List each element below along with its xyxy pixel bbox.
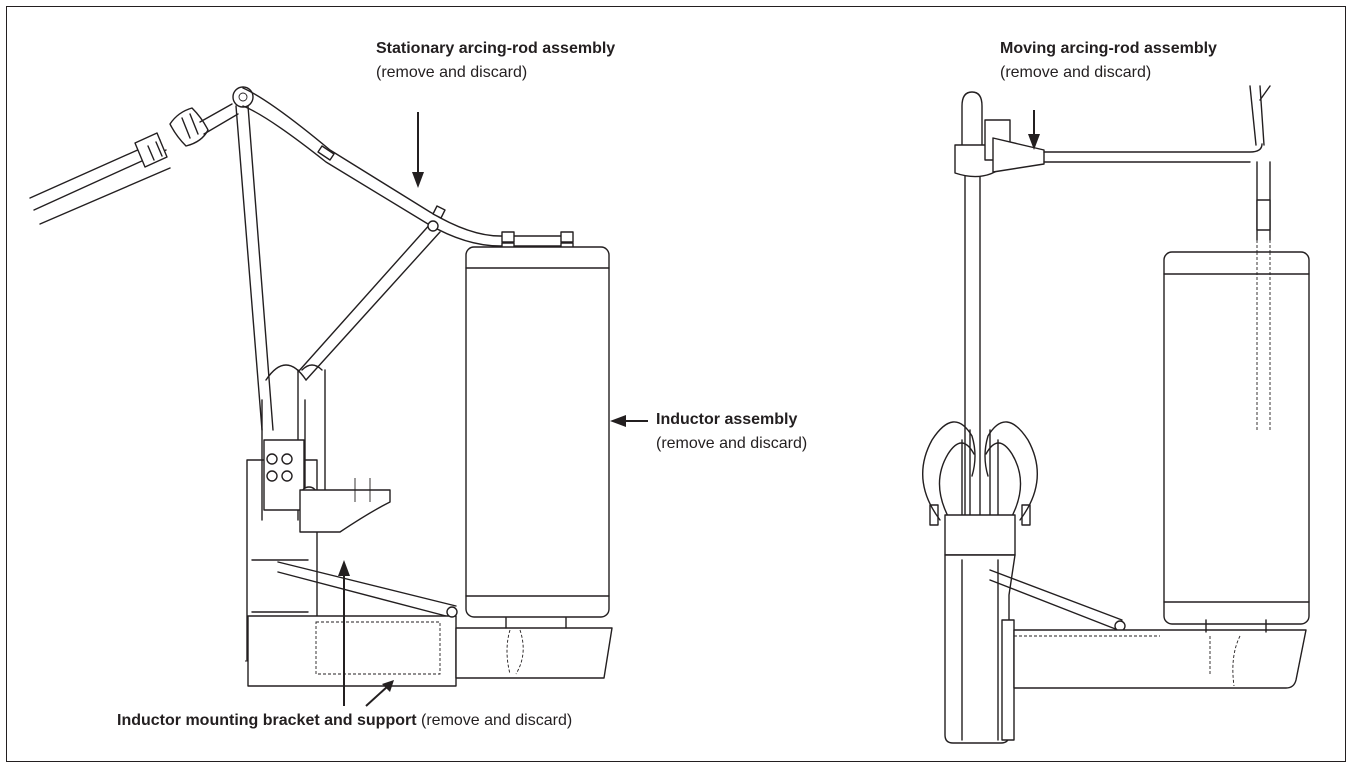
stationary-arcing-rod-note: (remove and discard) — [376, 64, 528, 81]
insulator-upper-left — [29, 103, 239, 225]
diagonal-brace — [297, 221, 441, 381]
inductor-bracket-note: (remove and discard) — [416, 712, 573, 729]
inductor-assembly-note: (remove and discard) — [656, 435, 808, 452]
inductor-assembly-label: Inductor assembly — [656, 411, 798, 428]
pivot-eye — [232, 86, 254, 108]
inductor-bracket-left — [247, 561, 613, 687]
moving-arcing-rod-note: (remove and discard) — [1000, 64, 1152, 81]
moving-arcing-rod — [992, 137, 1045, 173]
inductor-cylinder-left — [465, 246, 610, 618]
figure-frame — [6, 6, 1346, 762]
inductor-bracket-title: Inductor mounting bracket and support — [117, 712, 417, 729]
inductor-cylinder-right — [1163, 251, 1310, 625]
inductor-bracket-label: Inductor mounting bracket and support (r… — [117, 709, 572, 732]
vertical-arm — [235, 105, 274, 431]
stationary-arcing-rod-label: Stationary arcing-rod assembly — [376, 40, 616, 57]
callout-arrows — [338, 110, 1040, 707]
right-switch-assembly — [922, 85, 1310, 744]
stationary-arcing-rod — [242, 87, 571, 247]
left-switch-assembly — [29, 86, 613, 687]
base-post-right — [944, 554, 1307, 744]
claw-contacts-right — [922, 421, 1038, 556]
moving-arcing-rod-label: Moving arcing-rod assembly — [1000, 40, 1217, 57]
